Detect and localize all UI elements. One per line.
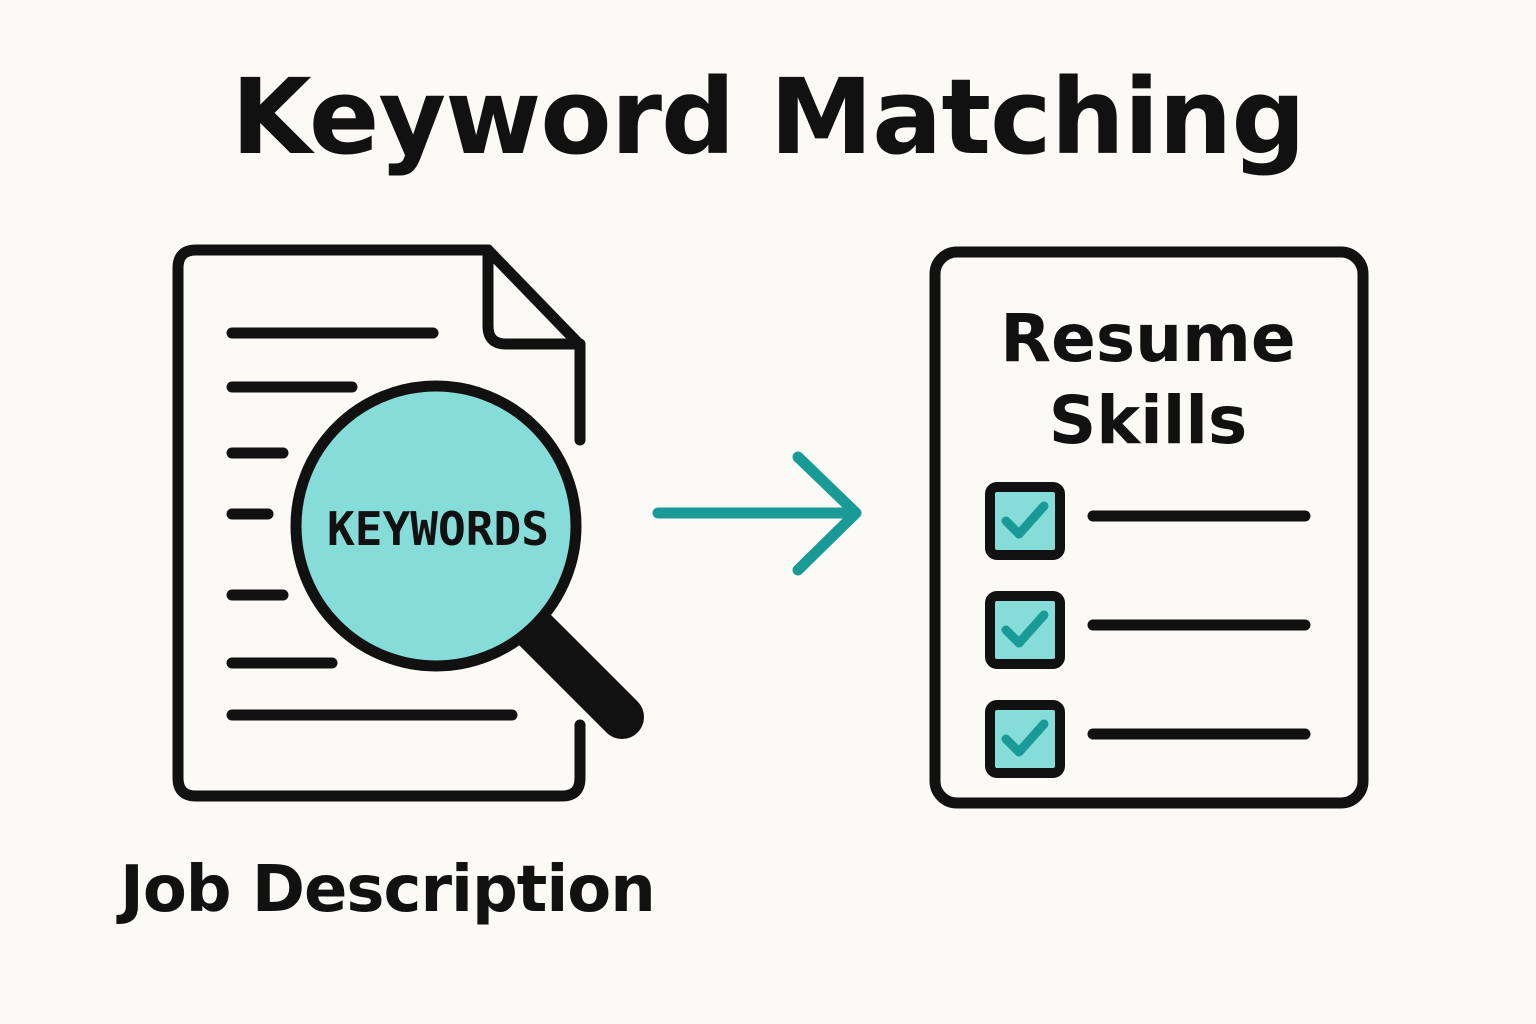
magnifier-keywords-label: KEYWORDS <box>327 502 549 556</box>
document-text-lines <box>226 327 518 721</box>
page-title: Keyword Matching <box>231 56 1306 178</box>
checkmark-icon <box>1001 501 1049 539</box>
checkmark-icon <box>1001 719 1049 757</box>
checkmark-icon <box>1001 610 1049 648</box>
resume-title-line2: Skills <box>1049 382 1248 459</box>
arrow-right-icon <box>652 451 862 576</box>
checklist-item <box>985 591 1311 669</box>
checklist-item <box>985 482 1311 560</box>
skills-checklist <box>985 482 1311 778</box>
magnifier-icon: KEYWORDS <box>290 380 644 739</box>
document-icon <box>172 244 586 802</box>
resume-title-line1: Resume <box>1000 300 1295 377</box>
resume-card: Resume Skills <box>929 246 1369 809</box>
job-description-label: Job Description <box>120 853 656 927</box>
checklist-item <box>985 700 1311 778</box>
